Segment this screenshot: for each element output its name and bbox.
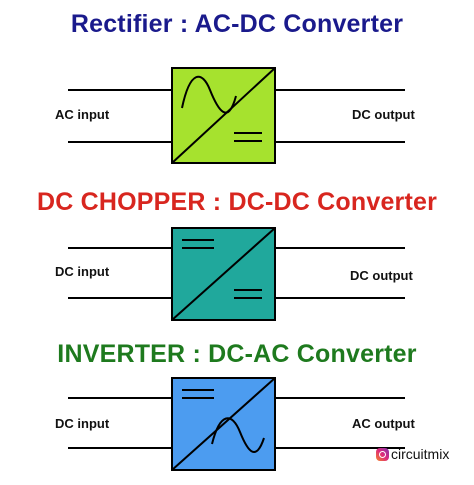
rectifier-input-label: AC input bbox=[55, 107, 110, 122]
rectifier-output-label: DC output bbox=[352, 107, 415, 122]
instagram-icon bbox=[376, 447, 389, 461]
chopper-input-label: DC input bbox=[55, 264, 110, 279]
chopper-diagonal bbox=[171, 227, 276, 321]
rectifier-title: Rectifier : AC-DC Converter bbox=[70, 10, 404, 38]
inverter-diagonal bbox=[171, 377, 276, 471]
inverter-title: INVERTER : DC-AC Converter bbox=[57, 340, 417, 368]
chopper-output-label: DC output bbox=[350, 268, 413, 283]
credit-text: circuitmix bbox=[391, 446, 450, 462]
inverter-block bbox=[68, 377, 405, 471]
sine-wave-icon bbox=[181, 75, 237, 114]
chopper-block bbox=[68, 227, 405, 321]
chopper-title: DC CHOPPER : DC-DC Converter bbox=[36, 188, 438, 216]
inverter-input-label: DC input bbox=[55, 416, 110, 431]
credit: circuitmix bbox=[376, 446, 449, 462]
inverter-output-label: AC output bbox=[352, 416, 415, 431]
sine-wave-icon bbox=[211, 417, 265, 453]
rectifier-block bbox=[68, 67, 405, 164]
rectifier-diagonal bbox=[171, 67, 276, 164]
